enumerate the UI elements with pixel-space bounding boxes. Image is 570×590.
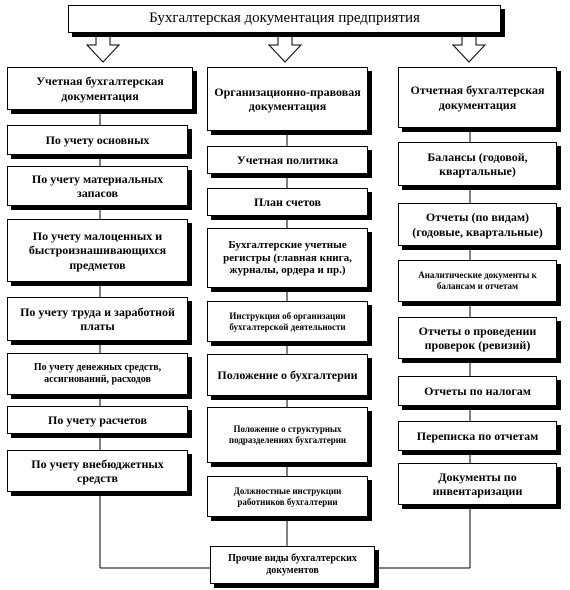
item-material-stocks: По учету материальных запасов: [7, 166, 188, 206]
item-extra-budget-funds: По учету внебюджетных средств: [7, 450, 188, 492]
item-inventory-docs: Документы по инвентаризации: [398, 463, 557, 505]
item-tax-reports: Отчеты по налогам: [398, 376, 557, 406]
diagram-title: Бухгалтерская документация предприятия: [68, 5, 501, 33]
item-structural-units-regulation: Положение о структурных подразделениях б…: [207, 407, 368, 463]
item-analytical-docs: Аналитические документы к балансам и отч…: [398, 260, 557, 302]
item-report-correspondence: Переписка по отчетам: [398, 421, 557, 451]
arrow-center: [267, 32, 303, 63]
header-accounting-docs: Учетная бухгалтерская документация: [7, 67, 193, 110]
item-accounting-policy: Учетная политика: [207, 146, 368, 174]
item-chart-of-accounts: План счетов: [207, 188, 368, 216]
header-org-legal-docs: Организационно-правовая документация: [207, 67, 368, 131]
item-accounting-regulation: Положение о бухгалтерии: [207, 354, 368, 396]
item-cash-funds: По учету денежных средств, ассигнований,…: [7, 353, 188, 395]
arrow-right: [451, 32, 487, 63]
item-balances: Балансы (годовой, квартальные): [398, 142, 557, 186]
item-job-instructions: Должностные инструкции работников бухгал…: [207, 476, 368, 517]
item-fixed-assets: По учету основных: [7, 125, 188, 155]
header-reporting-docs: Отчетная бухгалтерская документация: [398, 67, 557, 128]
item-org-instruction: Инструкция об организации бухгалтерской …: [207, 301, 368, 342]
item-audit-reports: Отчеты о проведении проверок (ревизий): [398, 317, 557, 359]
item-labor-wages: По учету труда и заработной платы: [7, 297, 188, 341]
arrow-left: [85, 32, 121, 63]
item-reports-by-type: Отчеты (по видам) (годовые, квартальные): [398, 203, 557, 246]
item-low-value-items: По учету малоценных и быстроизнашивающих…: [7, 219, 188, 282]
item-settlements: По учету расчетов: [7, 406, 188, 434]
other-docs-box: Прочие виды бухгалтерских документов: [210, 546, 375, 584]
down-arrows: [85, 32, 487, 63]
item-accounting-registers: Бухгалтерские учетные регистры (главная …: [207, 228, 368, 288]
